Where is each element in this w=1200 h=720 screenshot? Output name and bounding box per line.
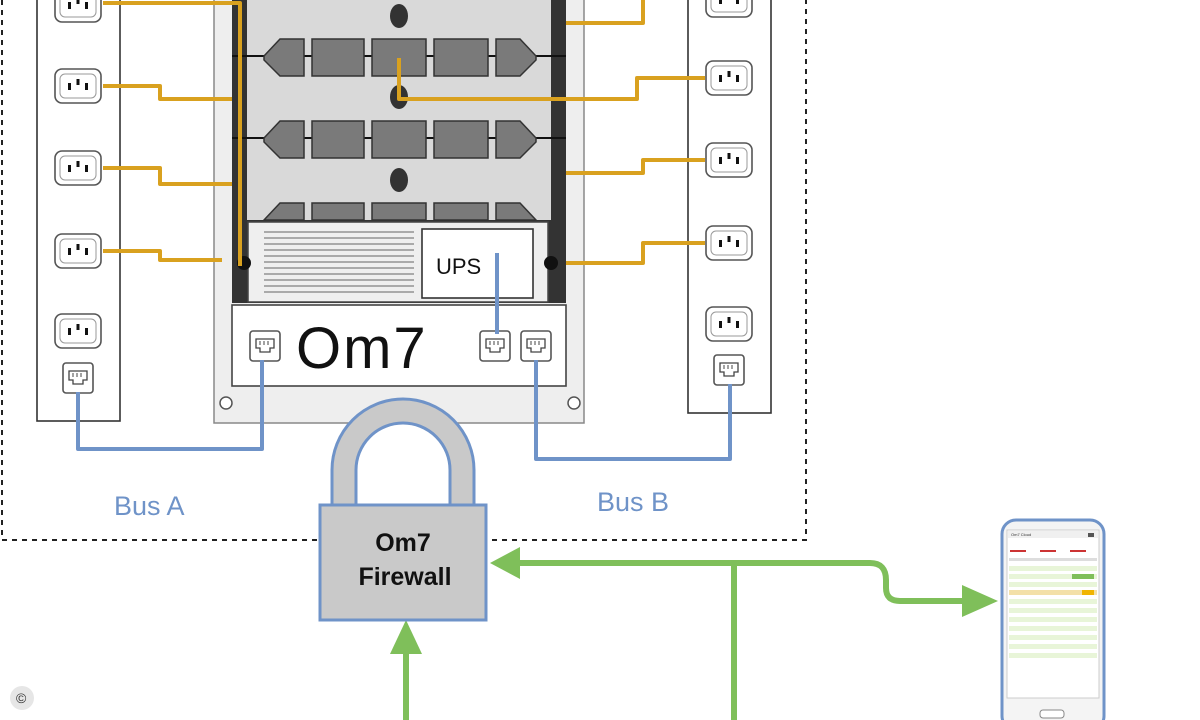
power-socket-icon [705,142,753,178]
ethernet-port-icon [713,354,745,386]
server-rack: UPS Om7 [213,0,585,424]
power-socket-icon [705,225,753,261]
power-socket-icon [705,306,753,342]
arrow-to-phone [962,585,998,617]
power-cables [103,0,705,266]
ups-label: UPS [436,254,481,279]
power-socket-icon [54,313,102,349]
padlock-icon [318,397,488,622]
power-socket-icon [54,150,102,186]
network-cables [76,253,732,461]
power-socket-icon [705,60,753,96]
firewall-title-line2: Firewall [358,563,451,591]
power-socket-icon [54,68,102,104]
om7-logo: Om7 [296,316,428,381]
svg-text:©: © [16,690,27,706]
power-socket-icon [54,0,102,23]
smartphone-icon: Om7 Cloud [1000,518,1106,720]
arrow-to-firewall [490,547,520,579]
arrow-up-to-firewall [390,620,422,654]
power-socket-icon [705,0,753,18]
ethernet-port-icon [62,362,94,394]
pdu-strip-left [36,0,121,422]
firewall-title-line1: Om7 [375,529,431,557]
copyright-icon: © [10,686,34,710]
ethernet-port-icon [249,330,281,362]
bus-a-label: Bus A [114,491,185,521]
pdu-strip-right [687,0,772,414]
ethernet-port-icon [520,330,552,362]
power-socket-icon [54,233,102,269]
bus-b-label: Bus B [597,487,669,517]
ethernet-port-icon [479,330,511,362]
management-links [403,560,968,720]
phone-app-title: Om7 Cloud [1011,532,1031,537]
